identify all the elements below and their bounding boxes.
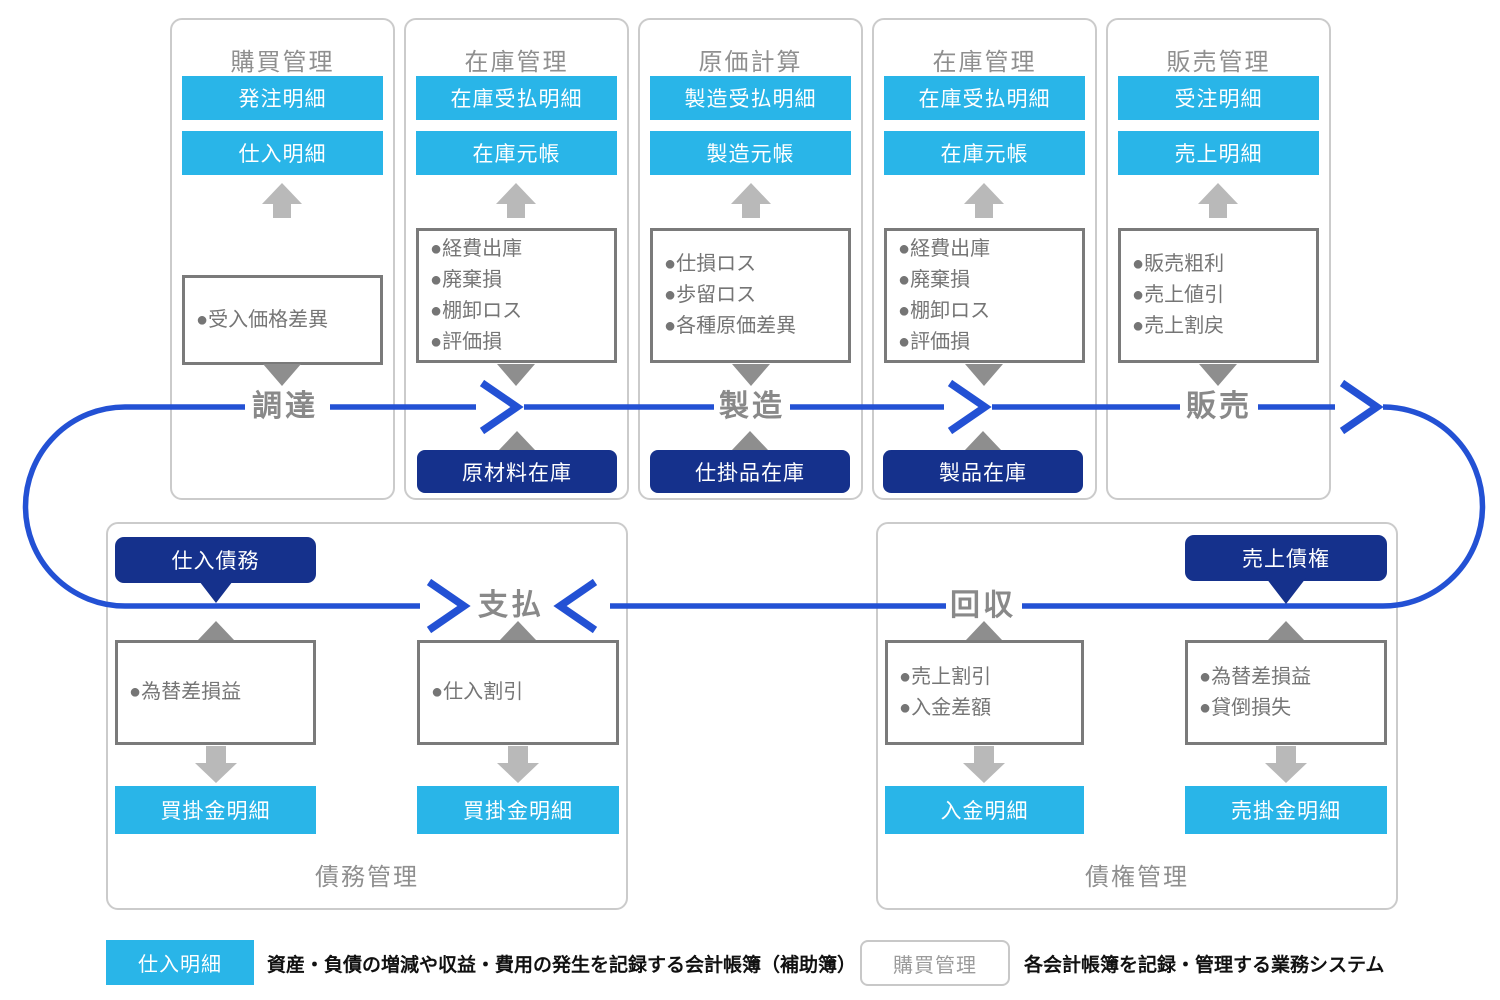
account-items-box: ●為替差損益 bbox=[115, 640, 316, 745]
panel-receivables-management: 売上債権 ●売上割引 ●入金差額 ●為替差損益 ●貸倒損失 入金明細 売掛金明細… bbox=[876, 522, 1398, 910]
account-item: ●経費出庫 bbox=[898, 237, 991, 260]
account-items-box: ●売上割引 ●入金差額 bbox=[885, 640, 1084, 745]
panel-payables-management: 仕入債務 ●為替差損益 ●仕入割引 買掛金明細 買掛金明細 債務管理 bbox=[106, 522, 628, 910]
ledger-box: 発注明細 bbox=[182, 76, 383, 120]
flow-label-collection: 回収 bbox=[950, 589, 1016, 622]
panel-sales-management: 販売管理 受注明細 売上明細 ●販売粗利 ●売上値引 ●売上割戻 bbox=[1106, 18, 1331, 500]
legend-system-description: 各会計帳簿を記録・管理する業務システム bbox=[1024, 954, 1385, 976]
raw-materials-inventory-box: 原材料在庫 bbox=[417, 450, 617, 493]
account-item: ●廃棄損 bbox=[430, 268, 503, 291]
account-item: ●仕損ロス bbox=[664, 253, 757, 275]
account-item: ●売上割引 bbox=[899, 665, 992, 688]
panel-purchasing-management: 購買管理 発注明細 仕入明細 ●受入価格差異 bbox=[170, 18, 395, 500]
panel-title: 原価計算 bbox=[698, 49, 803, 76]
payables-badge: 仕入債務 bbox=[115, 537, 316, 583]
account-items-box: ●仕入割引 bbox=[417, 640, 619, 745]
ledger-box: 売掛金明細 bbox=[1185, 786, 1387, 834]
ledger-box: 在庫受払明細 bbox=[884, 76, 1085, 120]
panel-inventory-management-2: 在庫管理 在庫受払明細 在庫元帳 ●経費出庫 ●廃棄損 ●棚卸ロス ●評価損 bbox=[872, 18, 1097, 500]
receivables-badge: 売上債権 bbox=[1185, 535, 1387, 581]
ledger-box: 在庫元帳 bbox=[884, 131, 1085, 175]
ledger-box: 製造受払明細 bbox=[650, 76, 851, 120]
account-item: ●経費出庫 bbox=[430, 237, 523, 260]
account-item: ●廃棄損 bbox=[898, 268, 971, 291]
flow-label-manufacturing: 製造 bbox=[719, 390, 785, 423]
legend-ledger-sample: 仕入明細 bbox=[106, 940, 254, 985]
account-items-box: ●仕損ロス ●歩留ロス ●各種原価差異 bbox=[650, 228, 851, 363]
account-item: ●為替差損益 bbox=[1199, 665, 1312, 688]
panel-title: 在庫管理 bbox=[464, 49, 569, 76]
panel-title: 債務管理 bbox=[315, 864, 419, 891]
ledger-box: 受注明細 bbox=[1118, 76, 1319, 120]
panel-title: 販売管理 bbox=[1166, 49, 1271, 76]
account-item: ●売上値引 bbox=[1132, 284, 1225, 306]
account-item: ●棚卸ロス bbox=[898, 299, 991, 322]
wip-inventory-box: 仕掛品在庫 bbox=[650, 450, 850, 493]
account-item: ●売上割戻 bbox=[1132, 315, 1225, 337]
account-item: ●仕入割引 bbox=[431, 681, 524, 703]
account-item: ●為替差損益 bbox=[129, 681, 242, 703]
legend-ledger-description: 資産・負債の増減や収益・費用の発生を記録する会計帳簿（補助簿） bbox=[267, 954, 857, 976]
account-items-box: ●為替差損益 ●貸倒損失 bbox=[1185, 640, 1387, 745]
flow-label-sales: 販売 bbox=[1186, 390, 1252, 423]
panel-inventory-management-1: 在庫管理 在庫受払明細 在庫元帳 ●経費出庫 ●廃棄損 ●棚卸ロス ●評価損 bbox=[404, 18, 629, 500]
panel-cost-accounting: 原価計算 製造受払明細 製造元帳 ●仕損ロス ●歩留ロス ●各種原価差異 bbox=[638, 18, 863, 500]
legend-system-sample: 購買管理 bbox=[860, 940, 1010, 986]
account-item: ●販売粗利 bbox=[1132, 253, 1225, 275]
account-items-box: ●販売粗利 ●売上値引 ●売上割戻 bbox=[1118, 228, 1319, 363]
panel-title: 在庫管理 bbox=[932, 49, 1037, 76]
account-item: ●入金差額 bbox=[899, 696, 992, 719]
panel-title: 債権管理 bbox=[1085, 864, 1189, 891]
account-item: ●貸倒損失 bbox=[1199, 696, 1292, 719]
account-item: ●受入価格差異 bbox=[196, 308, 329, 331]
ledger-box: 買掛金明細 bbox=[417, 786, 619, 834]
ledger-box: 入金明細 bbox=[885, 786, 1084, 834]
account-item: ●歩留ロス bbox=[664, 284, 757, 306]
account-item: ●評価損 bbox=[898, 330, 971, 353]
account-items-box: ●経費出庫 ●廃棄損 ●棚卸ロス ●評価損 bbox=[884, 228, 1085, 363]
account-items-box: ●経費出庫 ●廃棄損 ●棚卸ロス ●評価損 bbox=[416, 228, 617, 363]
account-items-box: ●受入価格差異 bbox=[182, 275, 383, 365]
ledger-box: 買掛金明細 bbox=[115, 786, 316, 834]
account-item: ●評価損 bbox=[430, 330, 503, 353]
ledger-box: 製造元帳 bbox=[650, 131, 851, 175]
panel-title: 購買管理 bbox=[230, 49, 335, 76]
account-item: ●棚卸ロス bbox=[430, 299, 523, 322]
finished-goods-inventory-box: 製品在庫 bbox=[883, 450, 1083, 493]
arrow-right-icon bbox=[1339, 379, 1384, 435]
account-item: ●各種原価差異 bbox=[664, 315, 797, 337]
flow-label-procurement: 調達 bbox=[252, 390, 318, 423]
ledger-box: 仕入明細 bbox=[182, 131, 383, 175]
flow-label-payment: 支払 bbox=[478, 589, 544, 622]
ledger-box: 売上明細 bbox=[1118, 131, 1319, 175]
ledger-box: 在庫受払明細 bbox=[416, 76, 617, 120]
ledger-box: 在庫元帳 bbox=[416, 131, 617, 175]
